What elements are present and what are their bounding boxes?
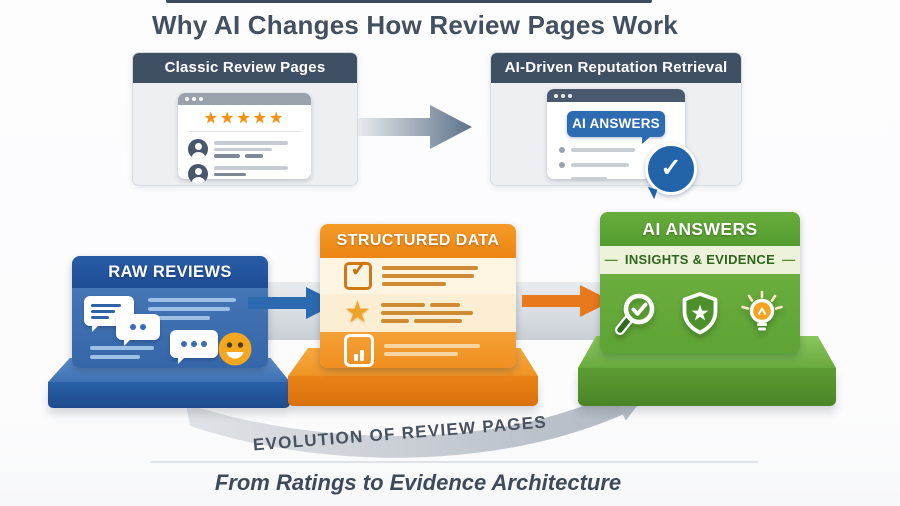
browser-dot-icon bbox=[568, 93, 572, 98]
text-line bbox=[380, 319, 409, 323]
text-line bbox=[245, 154, 263, 158]
ai-answers-base-front bbox=[578, 368, 836, 406]
insights-evidence-label: INSIGHTS & EVIDENCE bbox=[624, 252, 776, 267]
footer-caption: From Ratings to Evidence Architecture bbox=[214, 470, 622, 495]
placeholder-lines bbox=[90, 346, 154, 359]
arrow-right-icon bbox=[248, 287, 338, 319]
five-stars-icon: ★★★★★ bbox=[203, 110, 286, 127]
text-line bbox=[214, 172, 246, 176]
placeholder-lines bbox=[382, 266, 478, 286]
browser-dot-icon bbox=[185, 97, 189, 101]
chat-bubble-icon bbox=[116, 314, 160, 346]
placeholder-lines bbox=[214, 139, 288, 158]
structured-data-base-front bbox=[288, 376, 538, 406]
insights-evidence-band: — INSIGHTS & EVIDENCE — bbox=[600, 246, 800, 274]
browser-dot-icon bbox=[554, 93, 558, 98]
text-line bbox=[214, 141, 288, 145]
browser-bar bbox=[547, 89, 685, 102]
checkbox-icon: ✓ bbox=[344, 256, 372, 290]
arrow-right-icon bbox=[522, 285, 612, 317]
classic-browser-mockup: ★★★★★ bbox=[178, 93, 311, 184]
dot-icon bbox=[201, 341, 207, 347]
text-line bbox=[429, 303, 460, 307]
divider bbox=[188, 131, 301, 132]
text-line bbox=[384, 344, 480, 348]
browser-dot-icon bbox=[192, 97, 196, 101]
raw-reviews-base-front bbox=[48, 382, 290, 408]
classic-panel-title: Classic Review Pages bbox=[133, 53, 357, 83]
ai-answers-panel: AI ANSWERS — INSIGHTS & EVIDENCE — ★ bbox=[600, 212, 800, 354]
check-badge-icon: ✓ bbox=[645, 143, 697, 195]
structured-row-checkbox: ✓ bbox=[320, 256, 516, 294]
text-line bbox=[148, 316, 210, 320]
text-line bbox=[214, 147, 272, 151]
placeholder-lines bbox=[384, 344, 480, 356]
review-row bbox=[178, 136, 311, 161]
text-line bbox=[382, 266, 478, 270]
bullet-icon bbox=[559, 147, 565, 153]
raw-reviews-panel: RAW REVIEWS bbox=[72, 256, 268, 368]
dash-icon: — bbox=[604, 252, 618, 267]
text-line bbox=[214, 166, 288, 170]
browser-dot-icon bbox=[199, 97, 203, 101]
text-line bbox=[413, 319, 462, 323]
bullet-icon bbox=[559, 162, 565, 168]
page-title: Why AI Changes How Review Pages Work bbox=[152, 10, 678, 40]
bar-chart-icon bbox=[344, 333, 374, 367]
lightbulb-icon bbox=[741, 290, 783, 331]
ai-browser-mockup: AI ANSWERS ✓ bbox=[547, 89, 697, 195]
chat-bubble-icon bbox=[170, 330, 218, 364]
top-rule bbox=[166, 0, 652, 3]
dot-icon bbox=[140, 324, 146, 330]
shield-star-icon: ★ bbox=[682, 292, 718, 335]
browser-bar bbox=[178, 93, 311, 105]
text-line bbox=[91, 309, 115, 313]
browser-dot-icon bbox=[561, 93, 565, 98]
placeholder-lines bbox=[547, 137, 685, 181]
text-line bbox=[380, 303, 425, 307]
text-line bbox=[571, 177, 607, 181]
structured-row-rating: ★ bbox=[320, 294, 516, 332]
dot-icon bbox=[130, 324, 136, 330]
text-line bbox=[90, 355, 140, 359]
text-line bbox=[571, 163, 629, 167]
shield-star-glyph: ★ bbox=[691, 304, 708, 325]
text-line bbox=[91, 303, 121, 307]
dot-icon bbox=[181, 341, 187, 347]
placeholder-lines bbox=[214, 164, 288, 176]
text-line bbox=[90, 346, 154, 350]
evidence-icons-row: ★ bbox=[600, 274, 800, 354]
structured-row-chart bbox=[320, 332, 516, 368]
placeholder-lines bbox=[148, 298, 236, 320]
footer-divider bbox=[150, 461, 758, 463]
star-icon: ★ bbox=[344, 296, 371, 329]
user-avatar-icon bbox=[188, 139, 208, 159]
dot-icon bbox=[191, 341, 197, 347]
smiley-icon bbox=[218, 332, 252, 366]
text-line bbox=[380, 311, 473, 315]
text-line bbox=[148, 307, 230, 311]
text-line bbox=[384, 352, 458, 356]
arrow-right-icon bbox=[358, 105, 472, 149]
ai-answers-pill: AI ANSWERS bbox=[567, 111, 665, 144]
review-row bbox=[178, 161, 311, 186]
text-line bbox=[382, 282, 446, 286]
text-line bbox=[91, 315, 109, 319]
classic-review-pages-panel: Classic Review Pages ★★★★★ bbox=[132, 52, 358, 186]
ai-answers-label: AI ANSWERS bbox=[600, 212, 800, 246]
ai-driven-retrieval-panel: AI-Driven Reputation Retrieval AI ANSWER… bbox=[490, 52, 742, 195]
structured-data-label: STRUCTURED DATA bbox=[320, 224, 516, 258]
placeholder-lines bbox=[380, 303, 473, 323]
user-avatar-icon bbox=[188, 164, 208, 184]
raw-reviews-label: RAW REVIEWS bbox=[72, 256, 268, 288]
text-line bbox=[148, 298, 236, 302]
text-line bbox=[214, 154, 240, 158]
dash-icon: — bbox=[782, 252, 796, 267]
text-line bbox=[571, 148, 635, 152]
text-line bbox=[382, 274, 474, 278]
structured-data-panel: STRUCTURED DATA ✓ ★ bbox=[320, 224, 516, 368]
magnifier-check-icon bbox=[615, 293, 655, 335]
ai-panel-title: AI-Driven Reputation Retrieval bbox=[491, 53, 741, 83]
